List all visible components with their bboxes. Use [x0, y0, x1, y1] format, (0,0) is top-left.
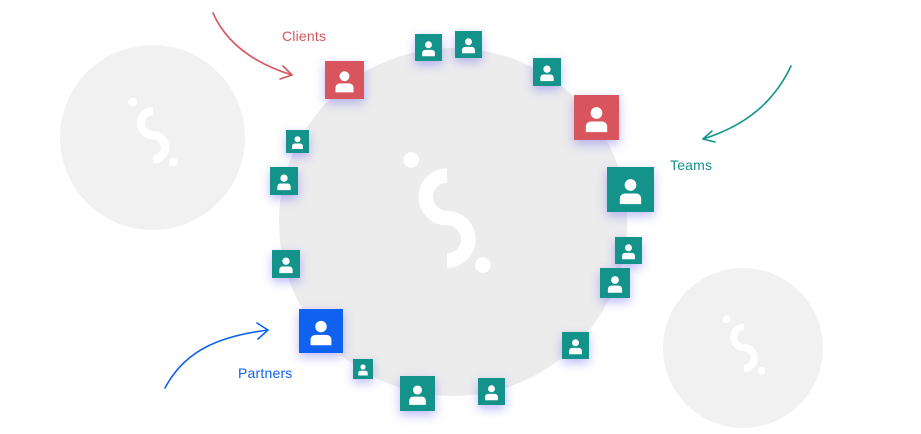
clients-arrow-icon [212, 12, 293, 76]
teams-label: Teams [670, 157, 713, 173]
s-logo-icon [403, 152, 491, 273]
user-icon [462, 38, 475, 54]
user-icon [310, 320, 332, 346]
user-icon [619, 179, 642, 205]
team-member-avatar [607, 167, 654, 212]
user-icon [422, 41, 435, 57]
user-icon [292, 136, 303, 149]
background-circle-right [663, 268, 823, 428]
teams-arrow-icon [702, 65, 792, 140]
user-icon [607, 276, 623, 293]
team-member-avatar [353, 359, 373, 379]
team-member-avatar [533, 58, 561, 86]
team-member-avatar [286, 130, 309, 153]
team-member-avatar [562, 332, 589, 359]
user-icon [622, 244, 635, 260]
user-icon [585, 107, 608, 133]
partners-label: Partners [238, 365, 293, 381]
team-member-avatar [415, 34, 442, 61]
team-member-avatar [478, 378, 505, 405]
clients-label: Clients [282, 28, 327, 44]
team-member-avatar [455, 31, 482, 58]
team-member-avatar [400, 376, 435, 411]
user-icon [358, 364, 368, 376]
clients-arrowhead-icon [279, 65, 293, 80]
team-member-avatar [270, 167, 298, 195]
user-icon [569, 339, 582, 355]
s-logo-icon [128, 97, 178, 167]
background-circle-left [60, 45, 245, 230]
partner-avatar [299, 309, 343, 353]
s-logo-icon [722, 315, 766, 375]
user-icon [277, 174, 291, 191]
teams-arrowhead-icon [702, 130, 716, 143]
user-icon [279, 257, 293, 274]
client-avatar [325, 61, 364, 99]
user-icon [335, 71, 354, 93]
partners-arrowhead-icon [256, 322, 269, 340]
user-icon [485, 385, 498, 401]
team-member-avatar [272, 250, 300, 278]
partners-arrow-icon [164, 329, 269, 389]
team-member-avatar [615, 237, 642, 264]
user-icon [540, 65, 554, 82]
user-icon [409, 385, 426, 405]
client-avatar [574, 95, 619, 140]
team-member-avatar [600, 268, 630, 298]
